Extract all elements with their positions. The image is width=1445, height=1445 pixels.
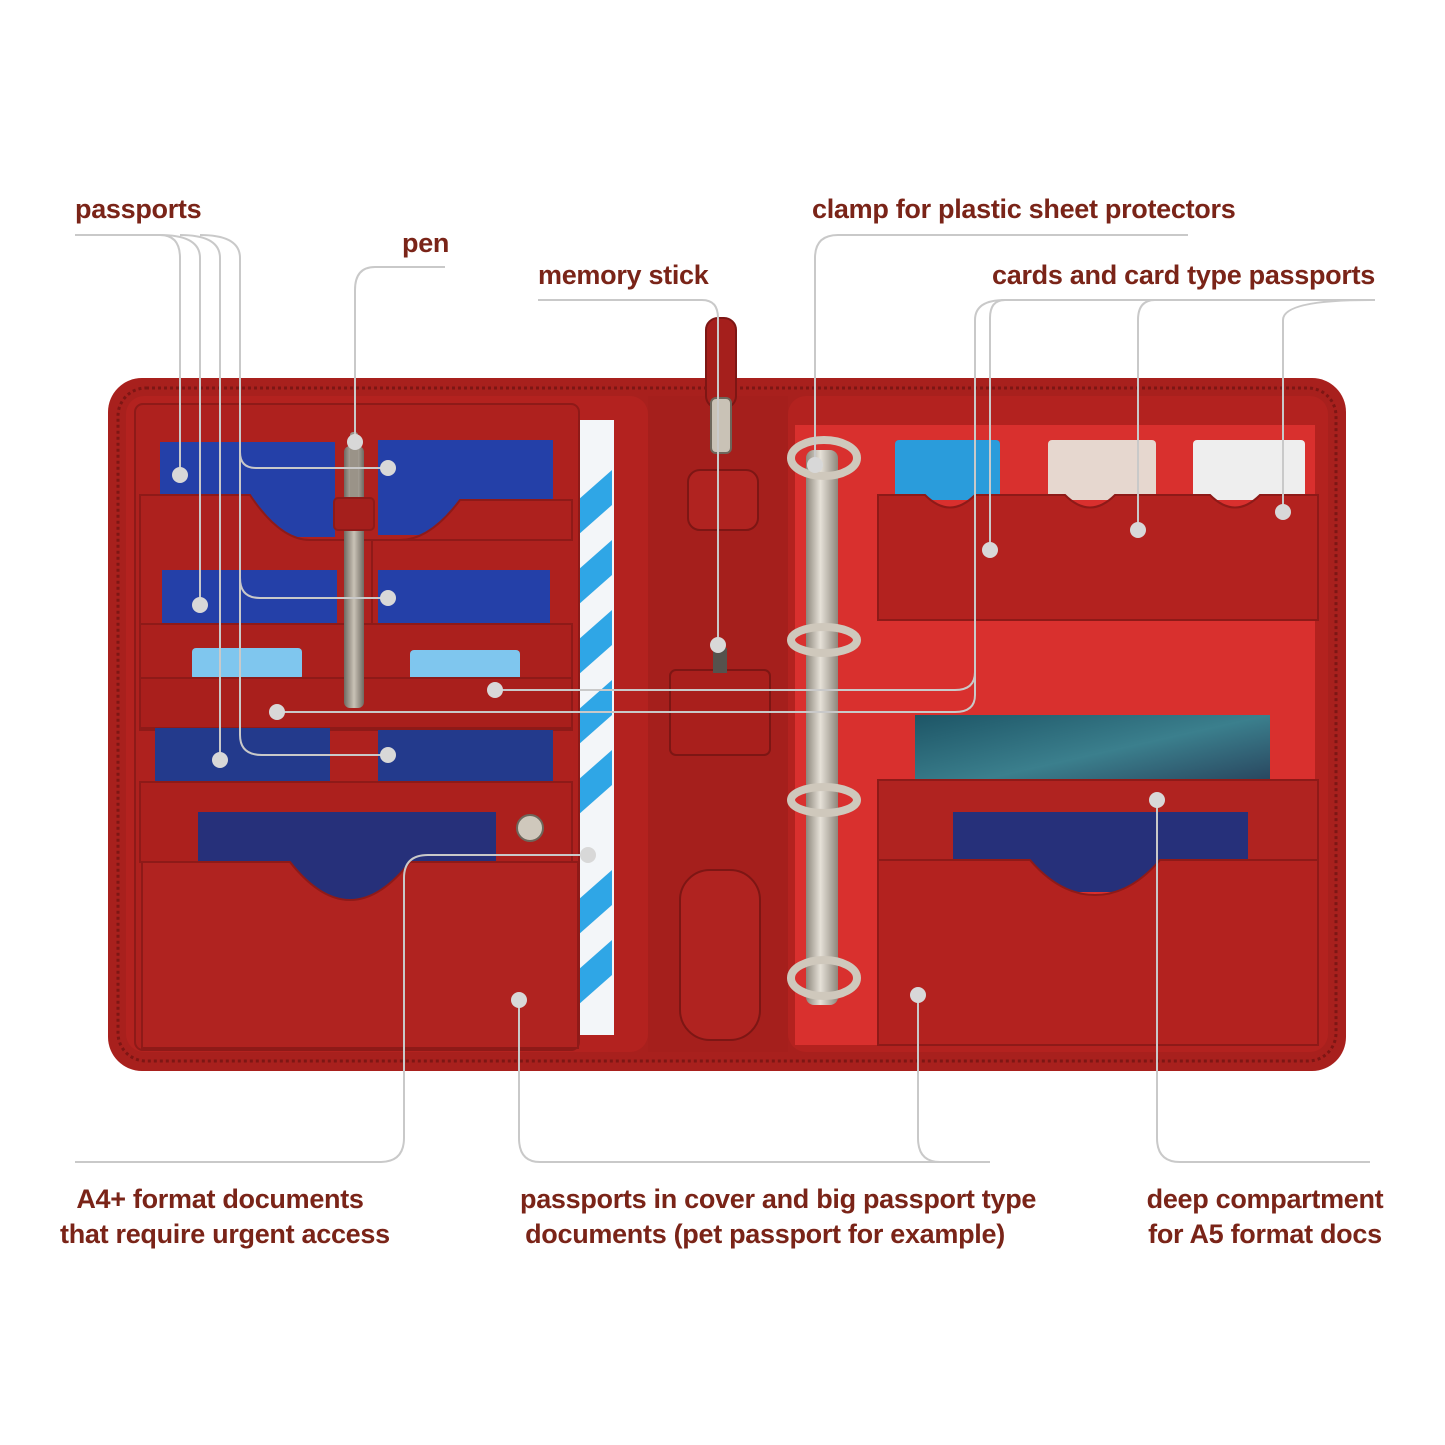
strap-loop-bottom (679, 869, 761, 1041)
label-deep-compartment: deep compartment for A5 format docs (1145, 1182, 1385, 1252)
label-cards: cards and card type passports (992, 260, 1375, 290)
leader-lines (75, 234, 1375, 1163)
ring-3 (787, 783, 861, 817)
strap-loop (687, 469, 759, 531)
label-clamp: clamp for plastic sheet protectors (812, 194, 1236, 224)
label-a4-line2: that require urgent access (60, 1219, 390, 1249)
label-passports: passports (75, 194, 202, 224)
card-light-2 (410, 650, 520, 682)
card-id-1 (1048, 440, 1156, 500)
label-deep-line1: deep compartment (1146, 1184, 1384, 1214)
label-a4-documents: A4+ format documents that require urgent… (60, 1182, 390, 1252)
memory-stick (713, 648, 727, 673)
sheet-stripes (578, 470, 612, 1005)
label-pen: pen (402, 228, 450, 258)
label-cover-line2: documents (pet passport for example) (525, 1219, 1005, 1249)
card-id-2 (1193, 440, 1305, 500)
front-pocket-right (877, 859, 1319, 1046)
magnetic-snap (516, 814, 544, 842)
label-cover-line1: passports in cover and big passport type (520, 1184, 1037, 1214)
passport-navy-2 (378, 730, 553, 786)
label-deep-line2: for A5 format docs (1148, 1219, 1382, 1249)
label-memory-stick: memory stick (538, 260, 709, 290)
ring-2 (787, 623, 861, 657)
zipper-slider (710, 397, 732, 454)
card-light-1 (192, 648, 302, 680)
card-pocket (877, 494, 1319, 621)
label-passports-in-cover: passports in cover and big passport type… (520, 1182, 1037, 1252)
pen-loop (333, 497, 375, 531)
passport-blue-4 (378, 570, 550, 626)
label-a4-line1: A4+ format documents (76, 1184, 364, 1214)
ring-4 (787, 956, 861, 1000)
leader-dots (172, 434, 1291, 1008)
zipper-edge (116, 386, 1338, 1063)
ring-1 (787, 436, 861, 480)
ring-rail (806, 450, 838, 1005)
card-blue (895, 440, 1000, 500)
zipper-pull-tab (705, 317, 737, 409)
